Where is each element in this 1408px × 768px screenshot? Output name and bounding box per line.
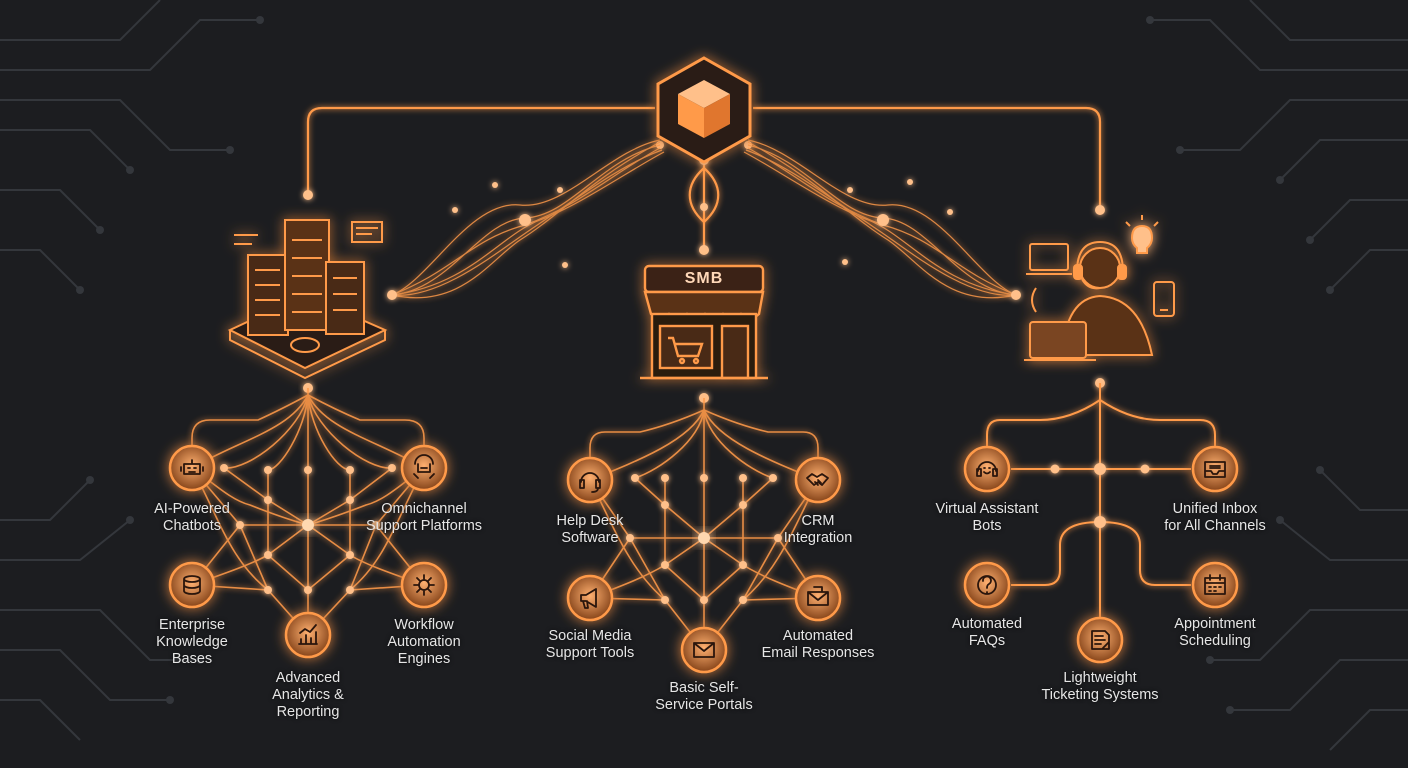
- label-social-media-support-tools: Social Media Support Tools: [545, 628, 635, 661]
- label-automated-faqs: Automated FAQs: [951, 616, 1023, 649]
- storefront-icon: [640, 264, 768, 380]
- ticket-icon: [1076, 616, 1124, 664]
- label-lightweight-ticketing-systems: Lightweight Ticketing Systems: [1041, 670, 1159, 703]
- label-enterprise-knowledge-bases: Enterprise Knowledge Bases: [156, 617, 228, 667]
- headset-icon: [566, 456, 614, 504]
- center-network-dots: [626, 474, 782, 604]
- robot-icon: [168, 444, 216, 492]
- neural-bundle-nodes: [387, 179, 1021, 300]
- city-buildings-icon: [227, 219, 388, 380]
- left-network-dots: [220, 464, 396, 594]
- question-icon: [963, 561, 1011, 609]
- inbox-icon: [1191, 445, 1239, 493]
- support-agent-icon: [1024, 215, 1175, 361]
- label-unified-inbox: Unified Inbox for All Channels: [1164, 501, 1266, 534]
- label-appointment-scheduling: Appointment Scheduling: [1174, 616, 1256, 649]
- label-crm-integration: CRM Integration: [783, 513, 853, 546]
- background-circuit-dots: [76, 16, 1334, 714]
- left-network-center: [302, 519, 314, 531]
- envelope-icon: [680, 626, 728, 674]
- handshake-icon: [794, 456, 842, 504]
- label-ai-powered-chatbots: AI-Powered Chatbots: [154, 501, 230, 534]
- chart-icon: [284, 611, 332, 659]
- right-tree-dots: [1050, 463, 1150, 528]
- chat-bot-icon: [963, 445, 1011, 493]
- cube-icon: [656, 56, 752, 164]
- label-workflow-automation-engines: Workflow Automation Engines: [387, 617, 461, 667]
- megaphone-icon: [566, 574, 614, 622]
- neural-bundle-right: [743, 139, 1017, 299]
- channels-icon: [400, 444, 448, 492]
- label-basic-self-service-portals: Basic Self- Service Portals: [655, 680, 753, 713]
- label-help-desk-software: Help Desk Software: [556, 513, 624, 546]
- email-icon: [794, 574, 842, 622]
- smb-sign-label: SMB: [684, 270, 724, 287]
- gear-icon: [400, 561, 448, 609]
- label-advanced-analytics-reporting: Advanced Analytics & Reporting: [272, 670, 344, 720]
- label-omnichannel-support-platforms: Omnichannel Support Platforms: [365, 501, 483, 534]
- label-automated-email-responses: Automated Email Responses: [761, 628, 875, 661]
- database-icon: [168, 561, 216, 609]
- background-circuits: [0, 0, 1408, 751]
- calendar-icon: [1191, 561, 1239, 609]
- center-network-center: [698, 532, 710, 544]
- label-virtual-assistant-bots: Virtual Assistant Bots: [935, 501, 1039, 534]
- item-circles: [168, 444, 1239, 674]
